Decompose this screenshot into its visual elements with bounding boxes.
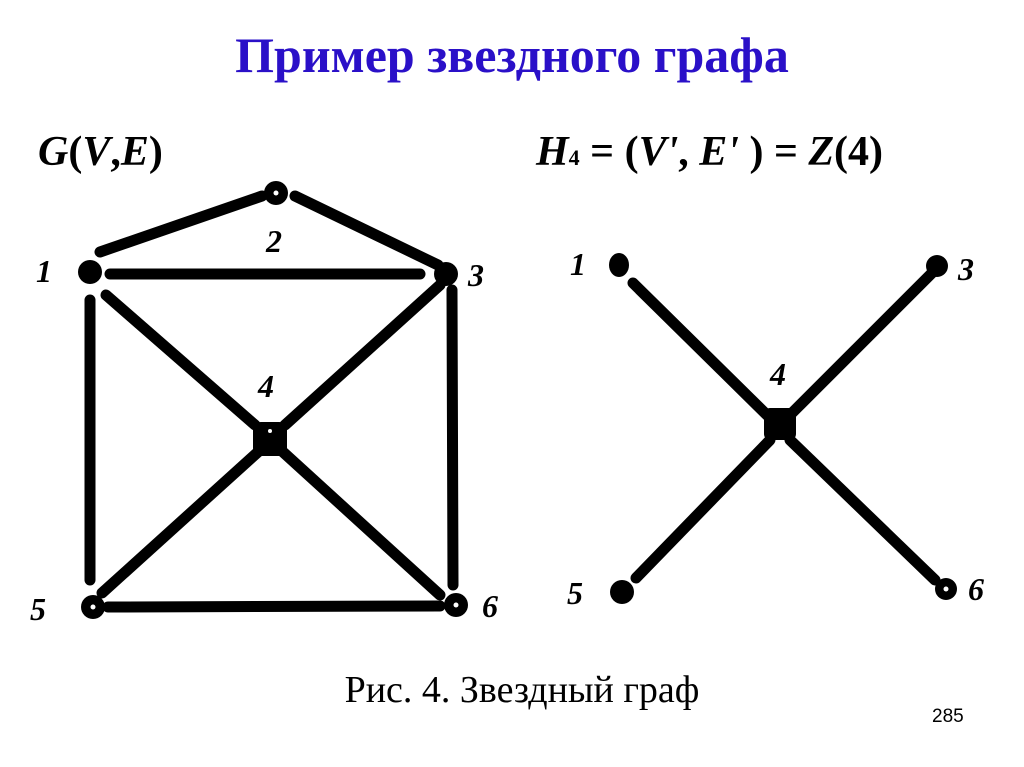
edge-3-4 (279, 279, 446, 431)
node-h-1[interactable] (609, 253, 629, 277)
edge-5-6 (102, 600, 446, 613)
node-g-label-2: 2 (265, 223, 282, 259)
v-symbol: V (82, 129, 111, 175)
node-g-label-5: 5 (30, 591, 46, 627)
paren-open: ( (68, 129, 83, 175)
edge-4-5 (96, 446, 264, 599)
node-h-label-1: 1 (570, 246, 586, 282)
node-g-5-center (90, 604, 96, 610)
comma: , (110, 129, 121, 175)
node-h-label-4: 4 (769, 356, 786, 392)
close-equals: ) = (738, 129, 809, 175)
e-prime-symbol: E' (699, 129, 739, 175)
edge-1-2 (94, 190, 268, 258)
node-h-5[interactable] (610, 580, 634, 604)
node-g-1[interactable] (78, 260, 102, 284)
node-g-4-center (268, 429, 272, 433)
edge-1-4 (100, 289, 261, 431)
figure-caption: Рис. 4. Звездный граф (344, 669, 700, 711)
edge-h-4-5 (630, 434, 776, 584)
v-prime-symbol: V' (638, 129, 679, 175)
edge-4-6 (277, 446, 446, 601)
h-symbol: H (536, 129, 569, 175)
graph-h-label: H4 = (V', E' ) = Z(4) (536, 128, 883, 176)
edge-3-6 (446, 284, 459, 591)
node-g-label-3: 3 (467, 257, 484, 293)
graph-g-edges (84, 190, 459, 613)
node-h-label-3: 3 (957, 251, 974, 287)
node-g-2-center (273, 190, 279, 196)
node-h-3[interactable] (926, 255, 948, 277)
node-g-3[interactable] (434, 262, 458, 286)
graph-g-nodes (78, 181, 468, 619)
z-argument: (4) (834, 129, 884, 175)
edge-h-4-3 (784, 266, 939, 421)
edge-h-4-6 (784, 434, 941, 586)
h-subscript: 4 (568, 145, 580, 170)
node-h-6-center (943, 586, 949, 592)
node-h-label-6: 6 (968, 571, 984, 607)
z-symbol: Z (808, 129, 835, 175)
node-g-label-6: 6 (482, 588, 498, 624)
slide-title: Пример звездного графа (235, 27, 789, 83)
equals-open: = ( (579, 129, 639, 175)
node-g-label-4: 4 (257, 368, 274, 404)
comma: , (678, 129, 700, 175)
node-g-6-center (453, 602, 459, 608)
node-h-4[interactable] (764, 408, 796, 440)
page-number: 285 (932, 706, 964, 727)
edge-2-3 (289, 190, 444, 271)
edge-h-4-1 (627, 277, 776, 424)
node-g-4[interactable] (253, 422, 287, 456)
e-symbol: E (120, 129, 149, 175)
graph-g-label: G(V,E) (38, 128, 163, 176)
g-symbol: G (38, 129, 69, 175)
paren-close: ) (148, 129, 163, 175)
node-g-label-1: 1 (36, 253, 52, 289)
graph-h-edges (627, 266, 941, 586)
node-h-label-5: 5 (567, 575, 583, 611)
graph-h-nodes (609, 253, 957, 604)
